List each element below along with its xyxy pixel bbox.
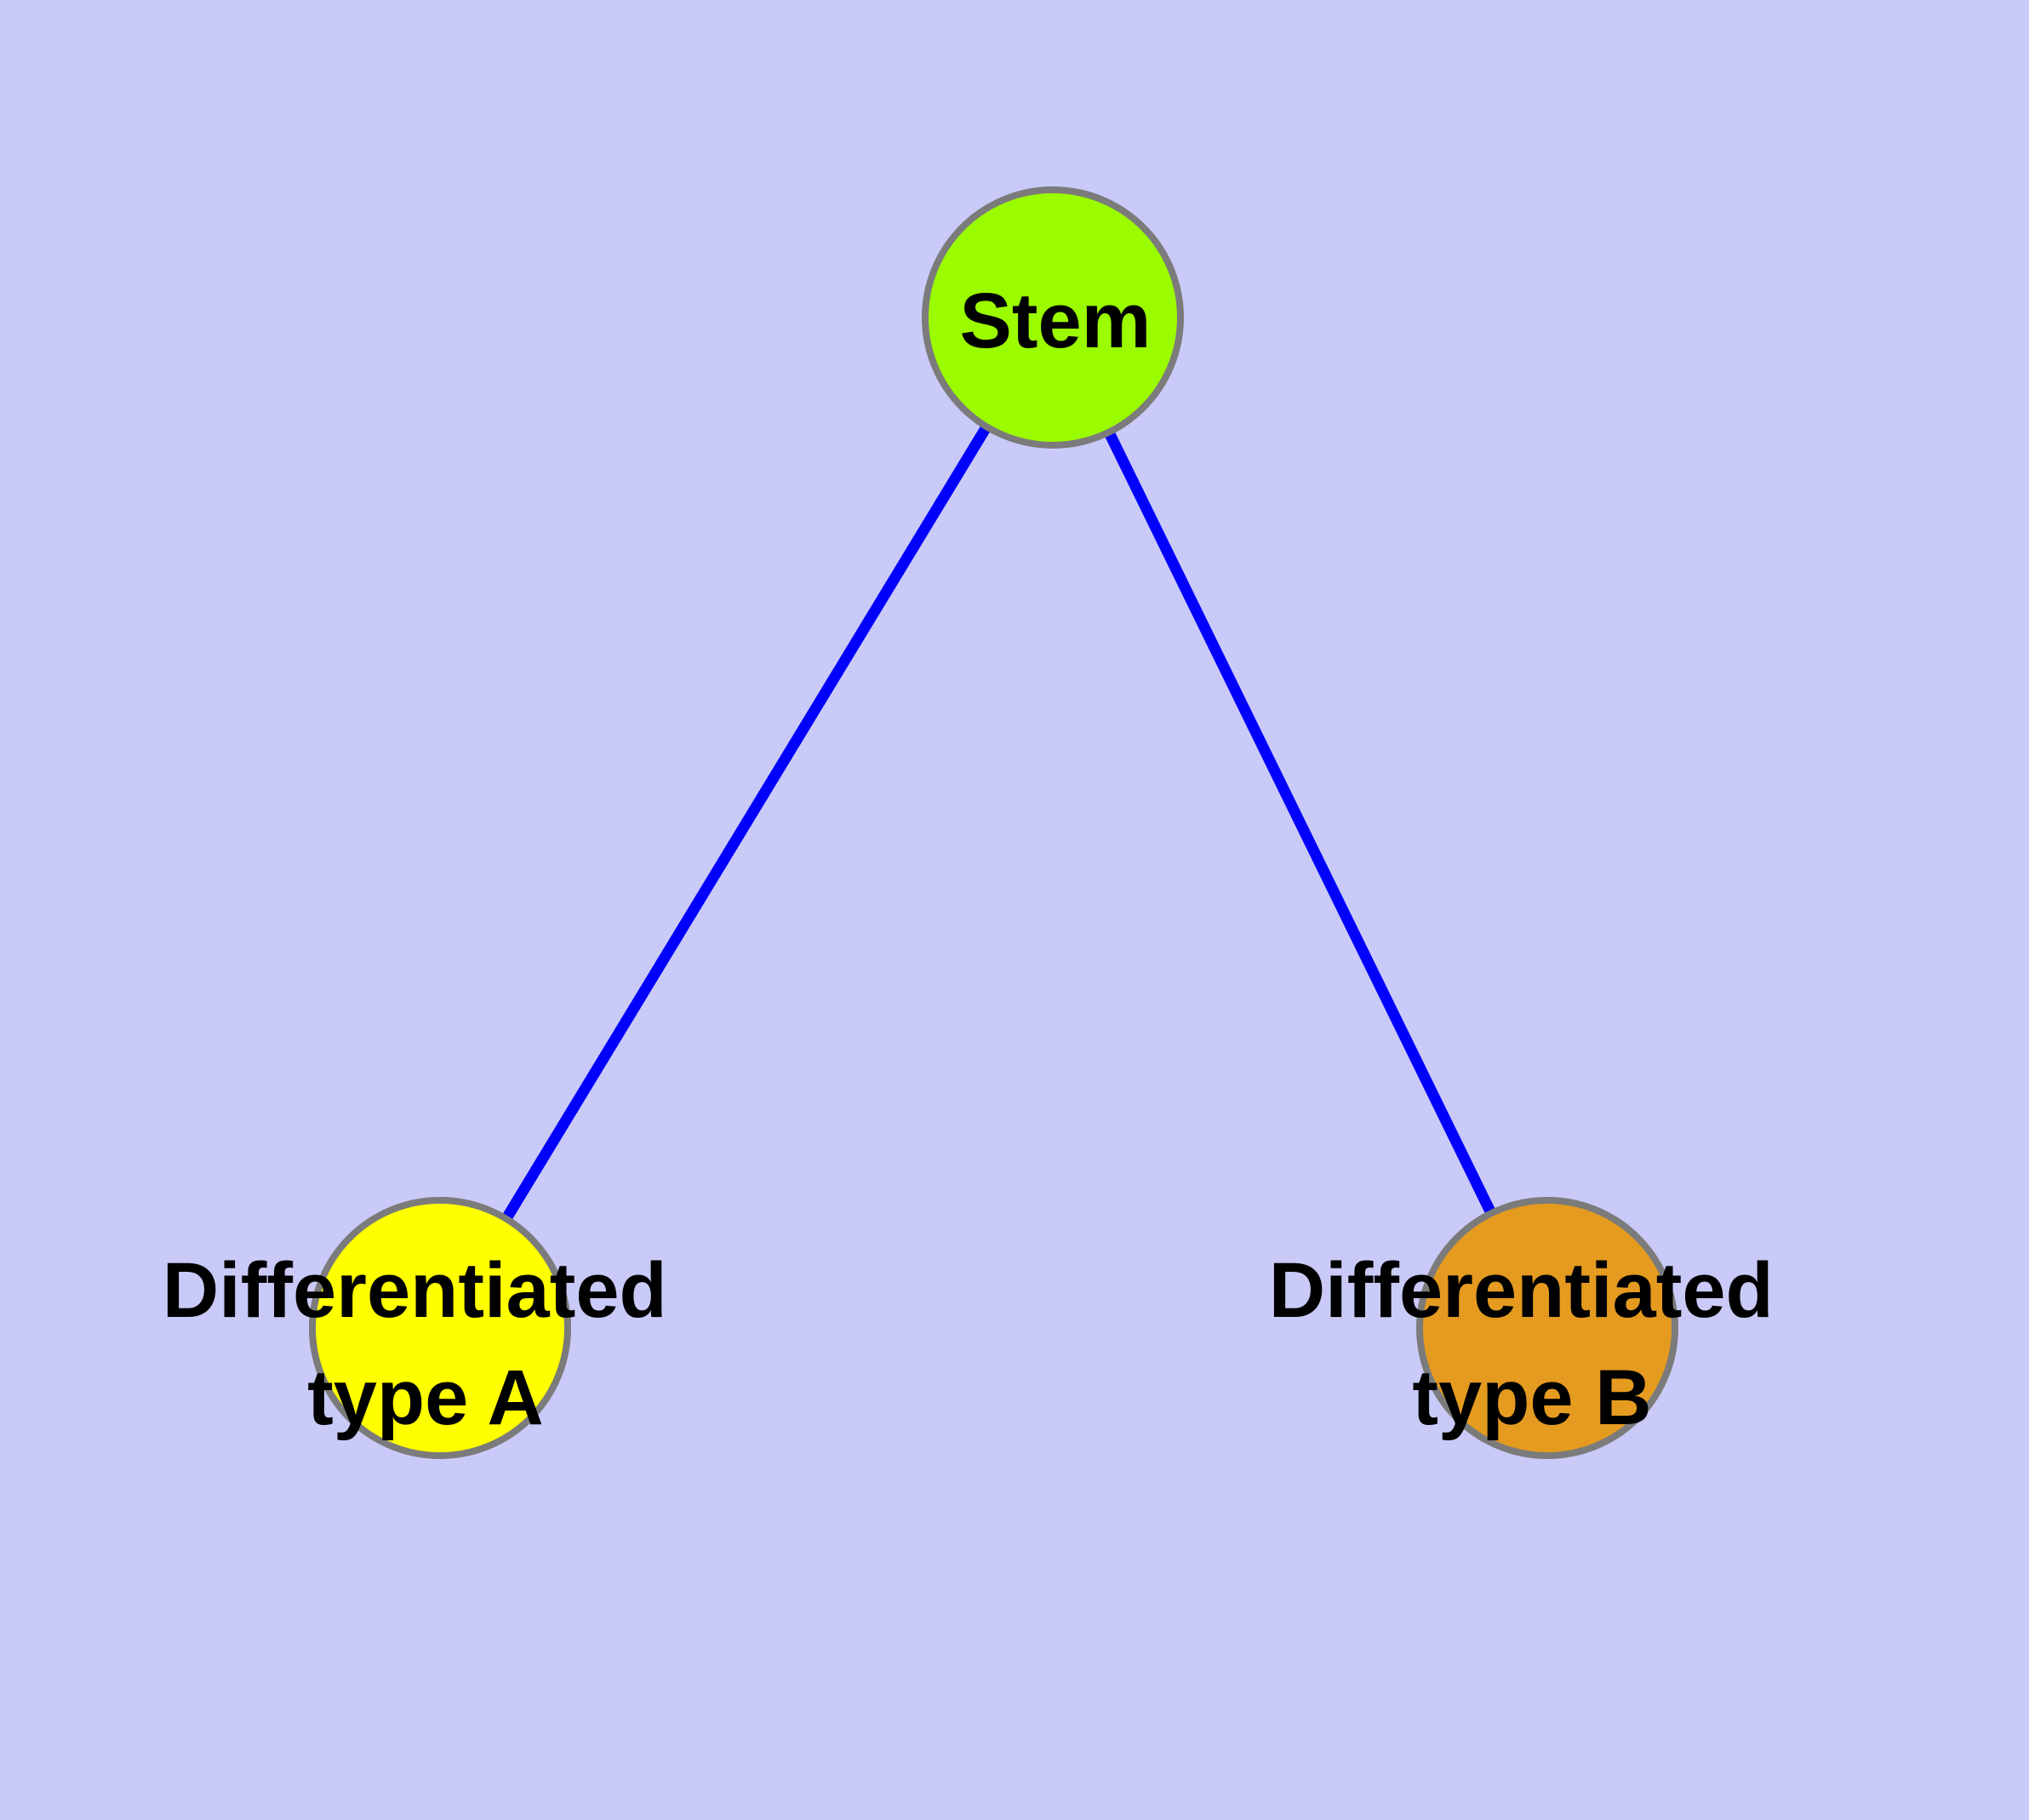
node-differentiated-type-b[interactable]: [1416, 1197, 1678, 1459]
edge-stem-to-type-a: [435, 314, 1058, 1331]
node-differentiated-type-b-label: Differentiated type B: [1269, 1247, 1796, 1441]
node-stem-label: Stem: [960, 278, 1152, 364]
type-b-label-line-2: type B: [1412, 1354, 1651, 1441]
edge-stem-to-type-b: [1048, 315, 1552, 1331]
node-differentiated-type-a-label: Differentiated type A: [163, 1247, 689, 1441]
type-a-label-line-2: type A: [307, 1354, 544, 1441]
node-differentiated-type-a[interactable]: [309, 1197, 571, 1459]
type-b-label-line-1: Differentiated: [1269, 1247, 1774, 1334]
type-a-label-line-1: Differentiated: [163, 1247, 667, 1334]
node-stem[interactable]: [922, 186, 1184, 449]
